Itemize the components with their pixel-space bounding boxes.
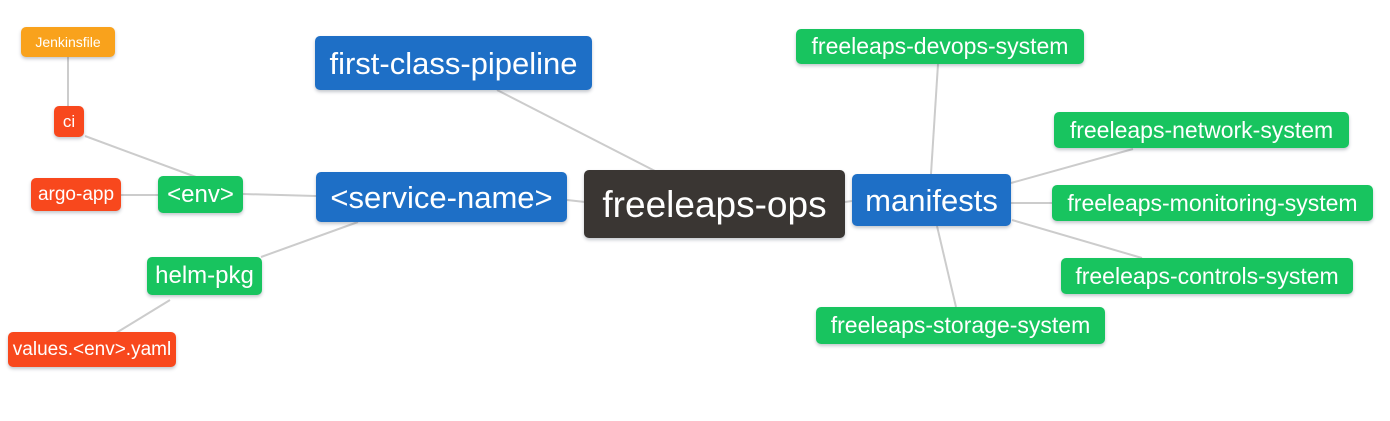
node-freeleaps-storage-system[interactable]: freeleaps-storage-system — [816, 307, 1105, 344]
edge-manifests-freeleaps-devops-system — [930, 63, 939, 175]
edge-env-service-name — [242, 193, 317, 197]
node-freeleaps-controls-system[interactable]: freeleaps-controls-system — [1061, 258, 1353, 294]
node-ci[interactable]: ci — [54, 106, 84, 137]
node-first-class-pipeline[interactable]: first-class-pipeline — [315, 36, 592, 90]
node-freeleaps-monitoring-system[interactable]: freeleaps-monitoring-system — [1052, 185, 1373, 221]
node-helm-pkg[interactable]: helm-pkg — [147, 257, 262, 295]
node-freeleaps-network-system[interactable]: freeleaps-network-system — [1054, 112, 1349, 148]
node-values-env-yaml[interactable]: values.<env>.yaml — [8, 332, 176, 367]
node-argo-app[interactable]: argo-app — [31, 178, 121, 211]
node-service-name[interactable]: <service-name> — [316, 172, 567, 222]
node-freeleaps-ops[interactable]: freeleaps-ops — [584, 170, 845, 238]
edge-manifests-freeleaps-storage-system — [936, 225, 957, 308]
node-env[interactable]: <env> — [158, 176, 243, 213]
edge-manifests-freeleaps-network-system — [1010, 148, 1134, 184]
edge-service-name-freeleaps-ops — [566, 199, 586, 203]
node-manifests[interactable]: manifests — [852, 174, 1011, 226]
edge-first-class-pipeline-freeleaps-ops — [496, 89, 656, 172]
edge-manifests-freeleaps-controls-system — [1011, 219, 1143, 259]
edge-helm-pkg-service-name — [260, 221, 359, 258]
node-jenkinsfile[interactable]: Jenkinsfile — [21, 27, 115, 57]
edge-freeleaps-ops-manifests — [844, 200, 853, 203]
edge-ci-env — [84, 135, 197, 178]
edge-values-env-yaml-helm-pkg — [115, 299, 171, 334]
node-freeleaps-devops-system[interactable]: freeleaps-devops-system — [796, 29, 1084, 64]
